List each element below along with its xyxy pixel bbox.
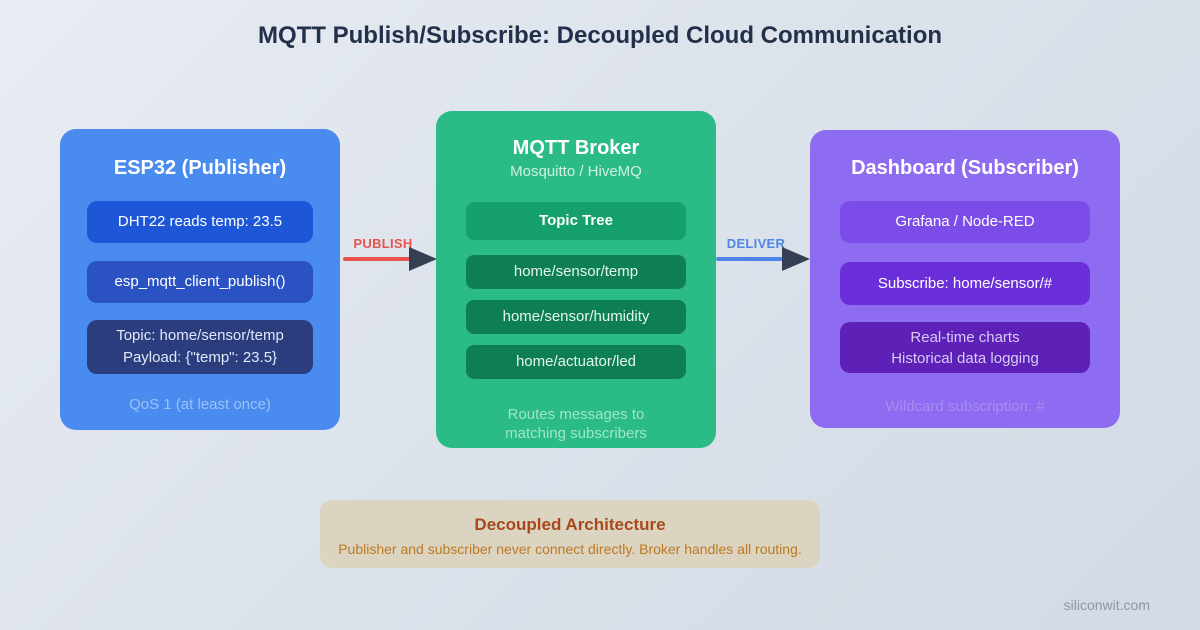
deliver-arrow: DELIVER <box>716 236 810 280</box>
publish-arrow: PUBLISH <box>343 236 437 280</box>
broker-topic-row: home/sensor/temp <box>466 255 686 289</box>
publisher-panel: ESP32 (Publisher) DHT22 reads temp: 23.5… <box>60 129 340 430</box>
publish-arrow-line <box>343 257 411 261</box>
note-title: Decoupled Architecture <box>474 515 666 534</box>
subscriber-feature-line2: Historical data logging <box>891 349 1039 367</box>
broker-panel: MQTT Broker Mosquitto / HiveMQ Topic Tre… <box>436 111 716 448</box>
publish-arrow-label: PUBLISH <box>353 236 413 251</box>
publisher-message-box: Topic: home/sensor/temp Payload: {"temp"… <box>87 320 313 374</box>
subscriber-features-box: Real-time charts Historical data logging <box>840 322 1090 373</box>
subscriber-wildcard-note: Wildcard subscription: # <box>885 398 1045 415</box>
broker-routing-note: Routes messages to matching subscribers <box>436 405 716 443</box>
publisher-step-sensor-read: DHT22 reads temp: 23.5 <box>87 201 313 243</box>
subscriber-tools: Grafana / Node-RED <box>840 201 1090 243</box>
broker-routing-note-line1: Routes messages to <box>507 406 645 423</box>
broker-panel-title: MQTT Broker <box>512 137 640 159</box>
broker-topic-row: home/actuator/led <box>466 345 686 379</box>
page-title: MQTT Publish/Subscribe: Decoupled Cloud … <box>257 22 943 49</box>
site-credit: siliconwit.com <box>1063 597 1150 613</box>
subscriber-feature-line1: Real-time charts <box>910 328 1020 346</box>
deliver-arrow-label: DELIVER <box>726 236 786 251</box>
subscriber-subscription: Subscribe: home/sensor/# <box>840 262 1090 305</box>
subscriber-panel-title: Dashboard (Subscriber) <box>851 157 1079 179</box>
publisher-step-publish-call: esp_mqtt_client_publish() <box>87 261 313 303</box>
broker-routing-note-line2: matching subscribers <box>505 425 647 442</box>
subscriber-panel: Dashboard (Subscriber) Grafana / Node-RE… <box>810 130 1120 428</box>
broker-subtitle: Mosquitto / HiveMQ <box>510 163 642 180</box>
publisher-payload-line: Payload: {"temp": 23.5} <box>122 349 278 366</box>
broker-topic-row: home/sensor/humidity <box>466 300 686 334</box>
note-body: Publisher and subscriber never connect d… <box>338 541 802 557</box>
publish-arrowhead-icon <box>409 247 437 271</box>
publisher-topic-line: Topic: home/sensor/temp <box>116 327 284 344</box>
decoupled-architecture-note: Decoupled Architecture Publisher and sub… <box>320 500 820 568</box>
publisher-qos-note: QoS 1 (at least once) <box>129 396 271 413</box>
deliver-arrow-line <box>716 257 784 261</box>
deliver-arrowhead-icon <box>782 247 810 271</box>
publisher-panel-title: ESP32 (Publisher) <box>113 157 287 179</box>
broker-topic-tree-header: Topic Tree <box>466 202 686 240</box>
